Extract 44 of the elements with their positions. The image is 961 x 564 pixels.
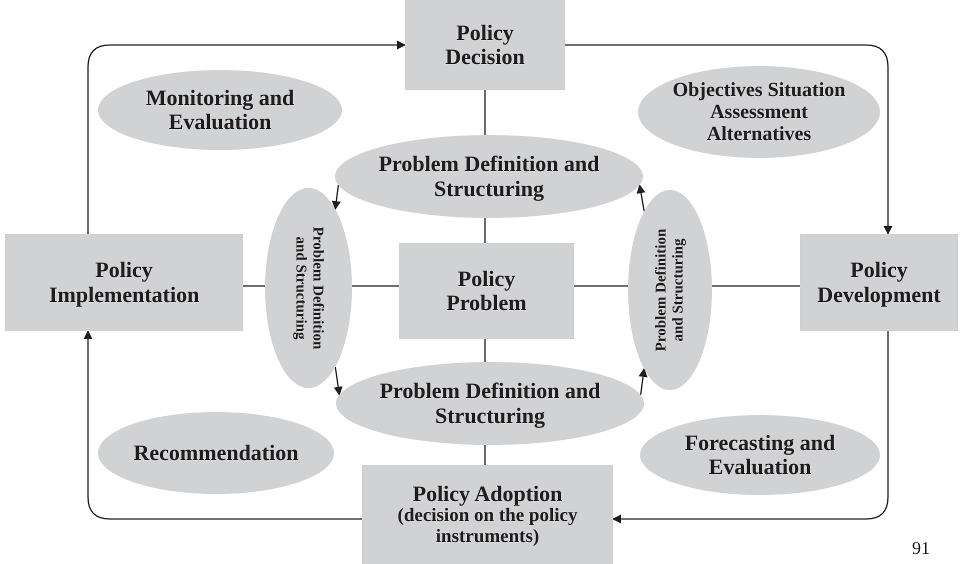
- node-label: Recommendation: [134, 440, 298, 466]
- process-ellipse: [628, 190, 712, 390]
- arrow: [84, 330, 362, 520]
- node-label: Objectives Situation Assessment Alternatives: [672, 79, 846, 145]
- node-label: Policy Development: [816, 258, 942, 307]
- arrow: [612, 331, 889, 524]
- arrow: [332, 185, 341, 210]
- page-number: 91: [912, 538, 930, 559]
- process-ellipse: [265, 188, 352, 388]
- node-label: Policy Implementation: [49, 258, 199, 307]
- arrow: [334, 366, 343, 396]
- process-ellipse: [336, 362, 644, 445]
- node-label: Monitoring and Evaluation: [144, 86, 296, 134]
- process-box: [5, 234, 243, 331]
- connector-line: [574, 285, 628, 287]
- node-label: Forecasting and Evaluation: [684, 430, 836, 480]
- node-label: Policy Problem: [445, 266, 528, 316]
- process-ellipse: [638, 66, 880, 158]
- process-box: [399, 243, 574, 339]
- arrow: [636, 184, 646, 212]
- process-ellipse: [98, 70, 342, 150]
- process-box: [362, 465, 613, 564]
- connector-line: [484, 90, 486, 136]
- connector-line: [484, 444, 486, 465]
- process-box: [405, 0, 565, 90]
- connector-line: [352, 285, 399, 287]
- process-ellipse: [335, 135, 643, 218]
- node-label: Problem Definition and Structuring: [292, 226, 325, 352]
- process-ellipse: [640, 415, 880, 495]
- connector-line: [712, 285, 800, 287]
- connector-line: [484, 339, 486, 362]
- connector-line: [484, 218, 486, 243]
- arrow: [87, 40, 406, 234]
- node-note: (decision on the policy instruments): [396, 506, 578, 548]
- node-label: Problem Definition and Structuring: [378, 379, 602, 428]
- node-label: Policy Adoption: [412, 482, 562, 506]
- arrow: [565, 44, 892, 235]
- node-label: Policy Decision: [444, 20, 526, 70]
- arrow: [638, 368, 648, 395]
- process-ellipse: [98, 412, 334, 494]
- connector-line: [243, 285, 265, 287]
- node-label: Problem Definition and Structuring: [654, 228, 686, 354]
- process-box: [800, 234, 958, 331]
- node-label: Problem Definition and Structuring: [378, 152, 600, 201]
